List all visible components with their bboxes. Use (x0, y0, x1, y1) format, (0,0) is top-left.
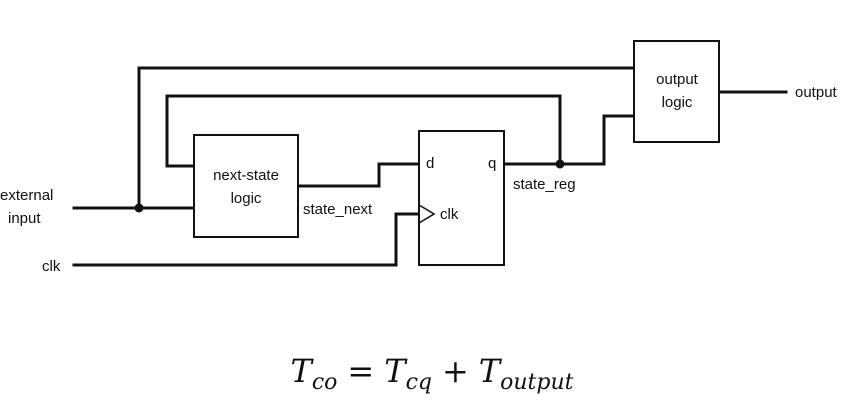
output-logic-block (633, 40, 720, 143)
next-state-logic-label: next-state (213, 167, 279, 184)
register-q-pin-label: q (488, 155, 496, 172)
state-next-wire (296, 162, 421, 188)
clock-edge-marker (418, 204, 436, 224)
eq-plus: + (441, 352, 469, 390)
output-logic-label-line2: logic (662, 94, 693, 111)
state-reg-wire (502, 114, 636, 166)
clk-input-label: clk (42, 258, 61, 275)
timing-equation: Tco=Tcq+Toutput (0, 352, 864, 394)
output-logic-label: output (656, 71, 699, 88)
eq-lhs-sub: co (311, 370, 338, 395)
register-d-pin-label: d (426, 155, 434, 172)
next-state-logic-block (193, 134, 299, 238)
eq-term2-var: T (478, 352, 501, 390)
eq-equals: = (347, 352, 375, 390)
eq-term1-sub: cq (405, 370, 432, 395)
state-reg-label: state_reg (513, 176, 576, 193)
junction-dot-input (134, 203, 144, 213)
register-clk-pin-label: clk (440, 206, 459, 223)
clk-wire (72, 212, 421, 267)
external-input-label: external (0, 187, 53, 204)
next-state-logic-label-line2: logic (231, 190, 262, 207)
state-next-label: state_next (303, 201, 373, 218)
eq-lhs-var: T (290, 352, 312, 390)
eq-term2-sub: output (500, 370, 574, 395)
external-input-label-line2: input (8, 210, 41, 227)
feedback-wire-external-to-output-logic (137, 66, 636, 210)
junction-dot-state-reg (555, 159, 565, 169)
feedback-wire-state-reg (165, 94, 562, 168)
eq-term1-var: T (384, 352, 406, 390)
state-register-block (418, 130, 505, 266)
output-signal-label: output (795, 84, 838, 101)
